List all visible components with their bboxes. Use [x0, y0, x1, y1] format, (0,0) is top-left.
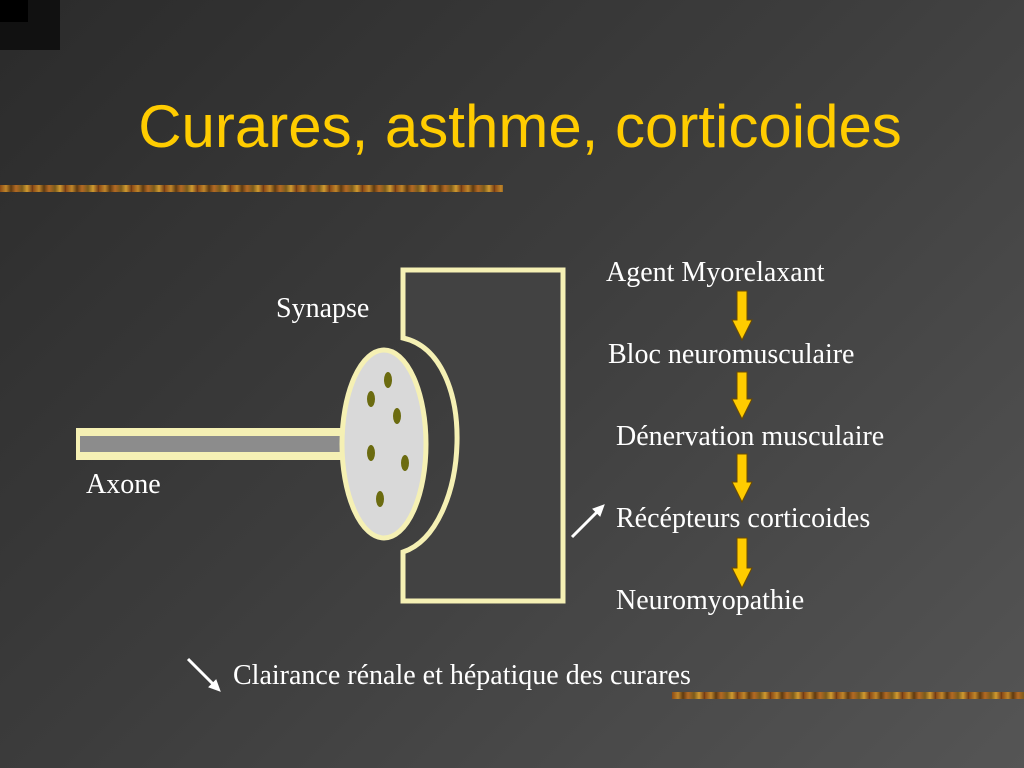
increase-arrow-icon [570, 504, 605, 539]
vesicle [393, 408, 401, 424]
decrease-arrow-icon [186, 657, 221, 692]
vesicle [367, 391, 375, 407]
chain-step-agent: Agent Myorelaxant [606, 257, 825, 288]
title-underline-stripe [0, 185, 503, 192]
down-arrow-icon [731, 537, 753, 590]
down-arrow-icon [731, 371, 753, 421]
synapse-label: Synapse [276, 293, 370, 324]
vesicle [376, 491, 384, 507]
axon [76, 428, 346, 460]
axon-core [80, 436, 346, 452]
vesicle [367, 445, 375, 461]
nerve-terminal [339, 347, 429, 541]
chain-step-bloc: Bloc neuromusculaire [608, 339, 855, 370]
muscle-fiber [400, 267, 566, 604]
bottom-note: Clairance rénale et hépatique des curare… [233, 660, 691, 691]
chain-step-denervation: Dénervation musculaire [616, 421, 885, 452]
slide-title: Curares, asthme, corticoides [138, 93, 902, 160]
bottom-stripe [672, 692, 1024, 699]
down-arrow-icon [731, 453, 753, 504]
chain-step-recepteurs: Récépteurs corticoides [616, 503, 871, 534]
chain-step-neuromyopathie: Neuromyopathie [616, 585, 805, 616]
axone-label: Axone [86, 469, 161, 500]
chain-arrows [731, 290, 753, 590]
vesicle [384, 372, 392, 388]
vesicle [401, 455, 409, 471]
down-arrow-icon [731, 290, 753, 342]
corner-decoration-inner [0, 0, 28, 22]
vesicles [367, 372, 409, 507]
